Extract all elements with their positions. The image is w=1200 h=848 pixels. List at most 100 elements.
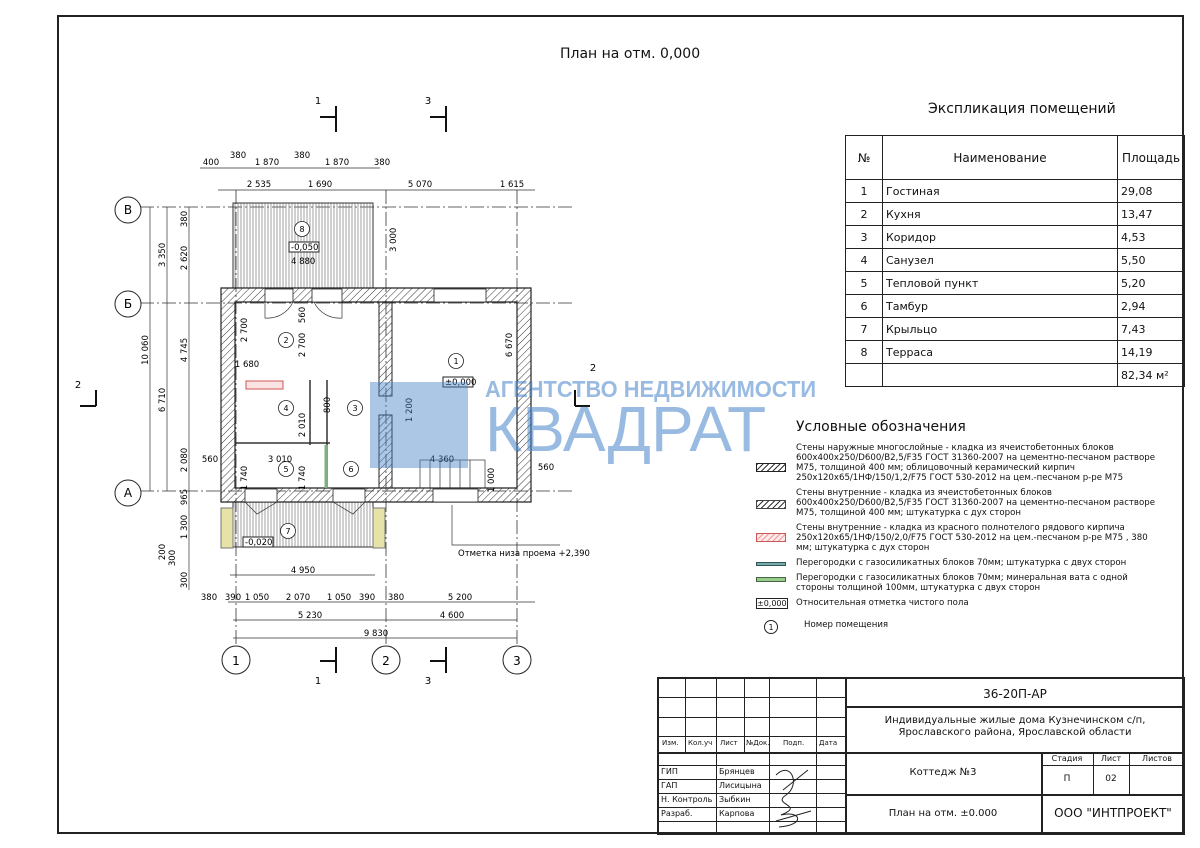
dim: 5 230 bbox=[298, 611, 322, 621]
level-symbol: ±0,000 bbox=[756, 598, 788, 609]
empty-cell bbox=[845, 363, 883, 387]
room-name: Терраса bbox=[882, 340, 1118, 364]
legend-item: Стены внутренние - кладка из ячеистобето… bbox=[756, 488, 1176, 518]
inner-wall bbox=[378, 414, 393, 489]
dim: 1 050 bbox=[245, 593, 269, 603]
sheet-header: Лист bbox=[1100, 754, 1122, 763]
axis-label-1: 1 bbox=[232, 654, 240, 668]
room-7-number: 7 bbox=[285, 527, 290, 536]
dim: 300 bbox=[168, 550, 178, 566]
section-2-right: 2 bbox=[590, 363, 596, 374]
room-5-number: 5 bbox=[283, 465, 288, 474]
legend: Стены наружные многослойные - кладка из … bbox=[756, 443, 1176, 634]
dim: 1 050 bbox=[327, 593, 351, 603]
col-header: Изм. bbox=[662, 739, 679, 747]
brick-wall-swatch bbox=[756, 533, 786, 542]
total-row: 82,34 м² bbox=[845, 363, 1185, 387]
room-4-number: 4 bbox=[283, 404, 288, 413]
terrace-dim: 3 000 bbox=[389, 228, 399, 252]
dim: 390 bbox=[225, 593, 241, 603]
dim: 1 740 bbox=[240, 466, 250, 490]
room-number: 8 bbox=[845, 340, 883, 364]
room-name: Санузел bbox=[882, 248, 1118, 272]
col-header: Кол.уч bbox=[688, 739, 713, 747]
watermark-line2: КВАДРАТ bbox=[485, 393, 767, 465]
axis-label-2: 2 bbox=[382, 654, 390, 668]
title-block: Изм. Кол.уч Лист №Док. Подп. Дата ГИП Бр… bbox=[657, 677, 1185, 835]
insulated-partition-swatch bbox=[756, 577, 786, 582]
person: Карпова bbox=[719, 809, 755, 818]
room-area: 14,19 bbox=[1117, 340, 1185, 364]
room-8-number: 8 bbox=[299, 225, 304, 234]
dim: 3 350 bbox=[158, 243, 168, 267]
interior-wall-swatch bbox=[756, 500, 786, 509]
legend-item: Перегородки с газосиликатных блоков 70мм… bbox=[756, 558, 1176, 568]
room-number: 5 bbox=[845, 271, 883, 295]
col-name: Наименование bbox=[882, 135, 1118, 180]
section-1-bottom: 1 bbox=[315, 676, 321, 687]
dim: 2 620 bbox=[180, 246, 190, 270]
legend-text: Номер помещения bbox=[804, 620, 889, 630]
legend-text: Стены внутренние - кладка из красного по… bbox=[796, 523, 1148, 553]
room-area: 5,20 bbox=[1117, 271, 1185, 295]
room-area: 5,50 bbox=[1117, 248, 1185, 272]
outer-walls bbox=[220, 287, 532, 503]
sheets-header: Листов bbox=[1142, 754, 1172, 763]
legend-text: Перегородки с газосиликатных блоков 70мм… bbox=[796, 573, 1128, 593]
legend-text: Стены внутренние - кладка из ячеистобето… bbox=[796, 488, 1155, 518]
dim: 800 bbox=[323, 397, 333, 413]
level-porch: -0,020 bbox=[245, 538, 272, 548]
company-name: ООО "ИНТПРОЕКТ" bbox=[1054, 806, 1172, 820]
axis-label-a: А bbox=[124, 486, 133, 500]
dim: 560 bbox=[298, 307, 308, 323]
document-code: 36-20П-АР bbox=[983, 687, 1047, 701]
room-area: 2,94 bbox=[1117, 294, 1185, 318]
sheet-name: План на отм. ±0.000 bbox=[888, 808, 998, 819]
col-header: №Док. bbox=[746, 739, 770, 747]
person: Зыбкин bbox=[719, 795, 751, 804]
section-3-bottom: 3 bbox=[425, 676, 431, 687]
person: Брянцев bbox=[719, 767, 755, 776]
dim: 4 360 bbox=[430, 455, 454, 465]
dim: 1 740 bbox=[298, 466, 308, 490]
legend-title: Условные обозначения bbox=[796, 419, 966, 435]
legend-item: Перегородки с газосиликатных блоков 70мм… bbox=[756, 573, 1176, 593]
legend-text: Перегородки с газосиликатных блоков 70мм… bbox=[796, 558, 1127, 568]
room-2-number: 2 bbox=[283, 336, 288, 345]
section-2-left: 2 bbox=[75, 380, 81, 391]
dim-porch: 4 950 bbox=[291, 566, 315, 576]
dim: 2 700 bbox=[240, 318, 250, 342]
dim: 6 710 bbox=[158, 388, 168, 412]
room-area: 13,47 bbox=[1117, 202, 1185, 226]
dim: 1 870 bbox=[255, 158, 279, 168]
role: ГАП bbox=[661, 781, 678, 790]
dim: 380 bbox=[388, 593, 404, 603]
explication-title: Экспликация помещений bbox=[928, 101, 1116, 117]
axis-bubbles bbox=[114, 196, 532, 675]
dim: 1 000 bbox=[487, 468, 497, 492]
dim: 1 690 bbox=[308, 180, 332, 190]
sheet-value: 02 bbox=[1105, 774, 1117, 784]
person: Лисицына bbox=[719, 781, 762, 790]
room-number: 2 bbox=[845, 202, 883, 226]
porch-column bbox=[372, 507, 386, 549]
dim: 1 300 bbox=[180, 515, 190, 539]
watermark: АГЕНТСТВО НЕДВИЖИМОСТИ КВАДРАТ bbox=[485, 376, 834, 465]
dim: 560 bbox=[538, 463, 554, 473]
dim: 2 010 bbox=[298, 413, 308, 437]
dim: 2 535 bbox=[247, 180, 271, 190]
legend-item: Стены внутренние - кладка из красного по… bbox=[756, 523, 1176, 553]
role: ГИП bbox=[661, 767, 678, 776]
legend-text: Стены наружные многослойные - кладка из … bbox=[796, 443, 1155, 483]
dim: 1 615 bbox=[500, 180, 524, 190]
brick-wall bbox=[245, 380, 284, 390]
role: Разраб. bbox=[661, 809, 693, 818]
